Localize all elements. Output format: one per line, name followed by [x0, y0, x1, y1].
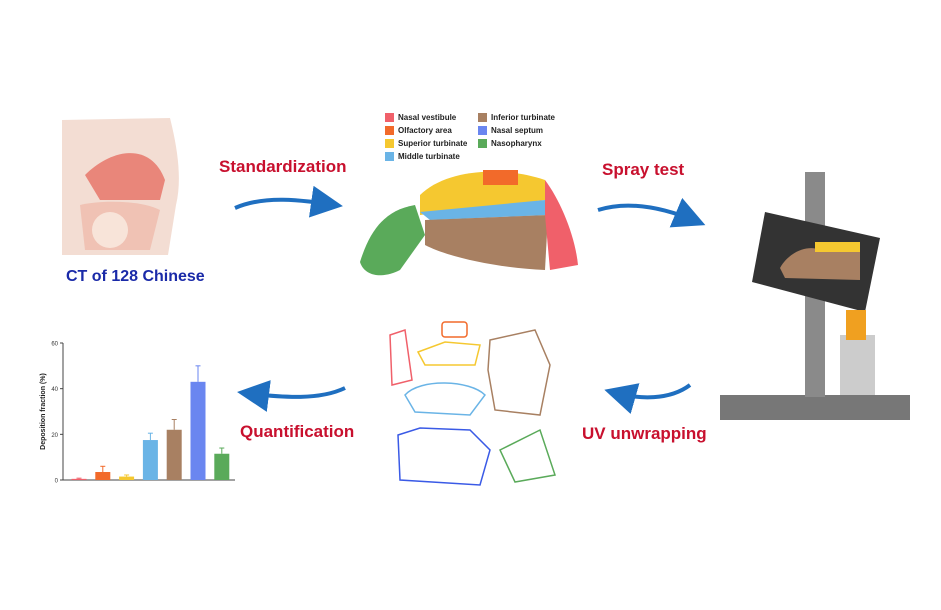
- spray-test-rig: [720, 172, 910, 420]
- legend-label: Olfactory area: [398, 126, 452, 135]
- y-tick-label: 20: [51, 433, 58, 439]
- bar: [190, 381, 206, 480]
- legend-label: Nasal vestibule: [398, 113, 457, 122]
- legend-swatch: [385, 152, 394, 161]
- legend-label: Inferior turbinate: [491, 113, 556, 122]
- legend-swatch: [385, 139, 394, 148]
- legend-label: Superior turbinate: [398, 139, 468, 148]
- bar: [95, 472, 111, 480]
- y-tick-label: 40: [51, 387, 58, 393]
- quantification-label: Quantification: [240, 422, 355, 441]
- legend-item: Superior turbinate: [385, 139, 467, 148]
- legend-swatch: [385, 113, 394, 122]
- uv-unwrapping-label: UV unwrapping: [582, 424, 707, 443]
- legend-label: Nasal septum: [491, 126, 544, 135]
- bar: [142, 440, 158, 480]
- standardization-label: Standardization: [219, 157, 347, 176]
- bar: [71, 478, 87, 480]
- legend-item: Middle turbinate: [385, 152, 460, 161]
- legend-swatch: [478, 139, 487, 148]
- legend-label: Nasopharynx: [491, 139, 542, 148]
- legend-swatch: [478, 126, 487, 135]
- arrow-standardization: [234, 185, 343, 218]
- legend-item: Nasal vestibule: [385, 113, 456, 122]
- legend-label: Middle turbinate: [398, 152, 460, 161]
- ct-head-image: [62, 118, 179, 255]
- legend-swatch: [385, 126, 394, 135]
- y-tick-label: 0: [55, 479, 59, 485]
- legend-swatch: [478, 113, 487, 122]
- legend-item: Olfactory area: [385, 126, 452, 135]
- arrow-uv: [604, 383, 692, 414]
- uv-unwrapped-maps: [389, 321, 556, 486]
- ct-label: CT of 128 Chinese: [66, 268, 205, 285]
- y-tick-label: 60: [51, 342, 58, 348]
- y-axis-label: Deposition fraction (%): [40, 373, 47, 450]
- bar: [119, 476, 135, 480]
- legend-item: Nasal septum: [478, 126, 543, 135]
- legend-item: Inferior turbinate: [478, 113, 555, 122]
- bar: [166, 429, 182, 480]
- arrow-quant: [237, 380, 346, 412]
- legend-item: Nasopharynx: [478, 139, 542, 148]
- bar: [214, 453, 230, 480]
- arrow-spray: [597, 197, 706, 228]
- nasal-cavity-model: [360, 170, 578, 276]
- spray-test-label: Spray test: [602, 160, 685, 179]
